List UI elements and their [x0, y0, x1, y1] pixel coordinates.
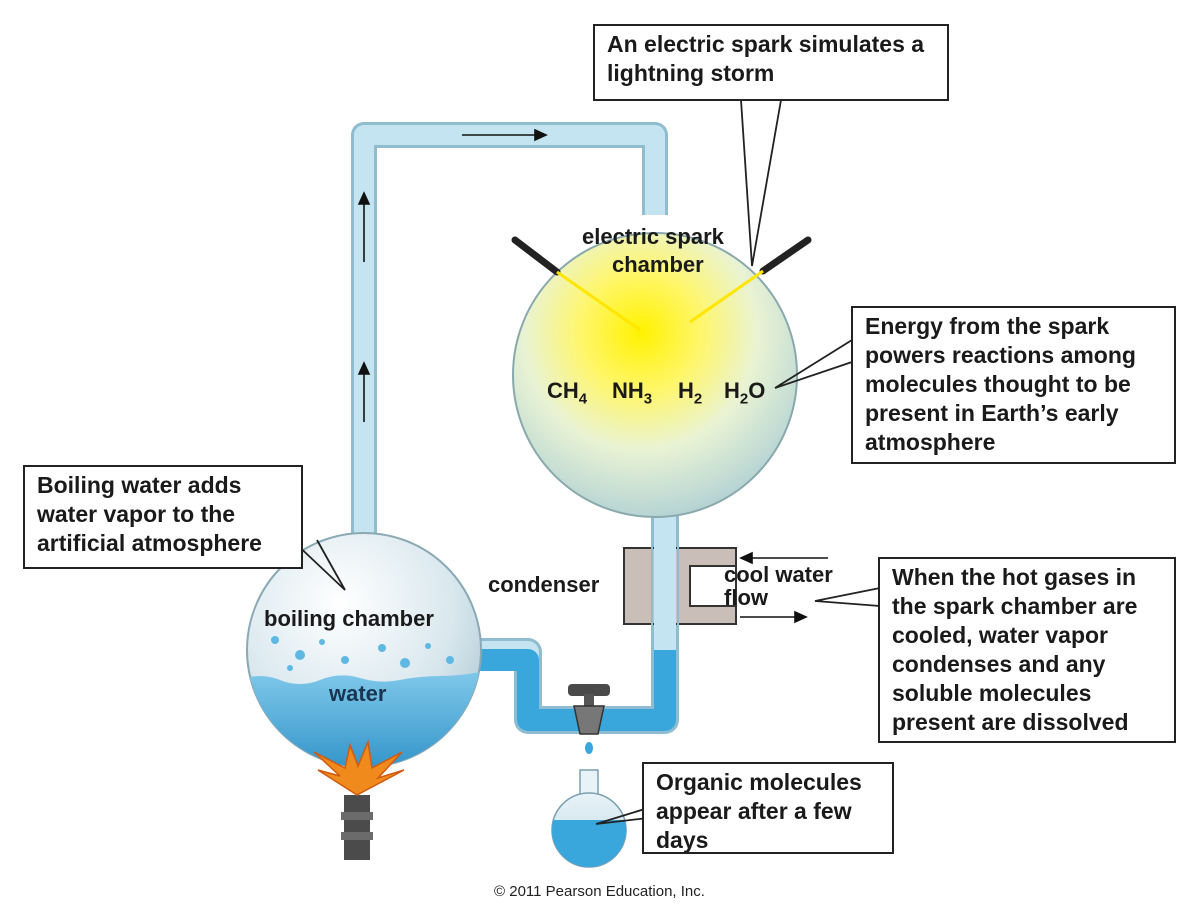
formula-nh3: NH3	[612, 378, 653, 408]
copyright: © 2011 Pearson Education, Inc.	[494, 883, 705, 900]
cool-water-arrows	[739, 551, 828, 624]
callout-pointers	[291, 99, 881, 825]
label-cool-water-line1: cool water	[724, 562, 833, 587]
stopcock	[568, 684, 610, 754]
lower-tube-water	[470, 649, 676, 731]
electrodes	[511, 236, 812, 332]
callout-energy: Energy from the spark powers reactions a…	[851, 306, 1176, 464]
label-water: water	[329, 681, 387, 706]
formula-ch4: CH4	[547, 378, 588, 408]
label-boiling-chamber: boiling chamber	[264, 606, 434, 631]
condenser-jacket	[623, 540, 737, 634]
bubbles	[271, 636, 454, 671]
label-spark-chamber-line1: electric spark	[582, 224, 724, 249]
burner	[341, 795, 373, 860]
callout-hot-gases: When the hot gases in the spark chamber …	[878, 557, 1176, 743]
label-spark-chamber-line2: chamber	[612, 252, 704, 277]
label-condenser: condenser	[488, 572, 600, 597]
collection-flask	[551, 769, 627, 868]
callout-organic: Organic molecules appear after a few day…	[642, 762, 894, 854]
callout-boiling: Boiling water adds water vapor to the ar…	[23, 465, 303, 569]
callout-spark: An electric spark simulates a lightning …	[593, 24, 949, 101]
formula-h2: H2	[678, 378, 703, 408]
formula-h2o: H2O	[724, 378, 766, 408]
label-cool-water-line2: flow	[724, 585, 768, 610]
flame-icon	[313, 739, 405, 796]
